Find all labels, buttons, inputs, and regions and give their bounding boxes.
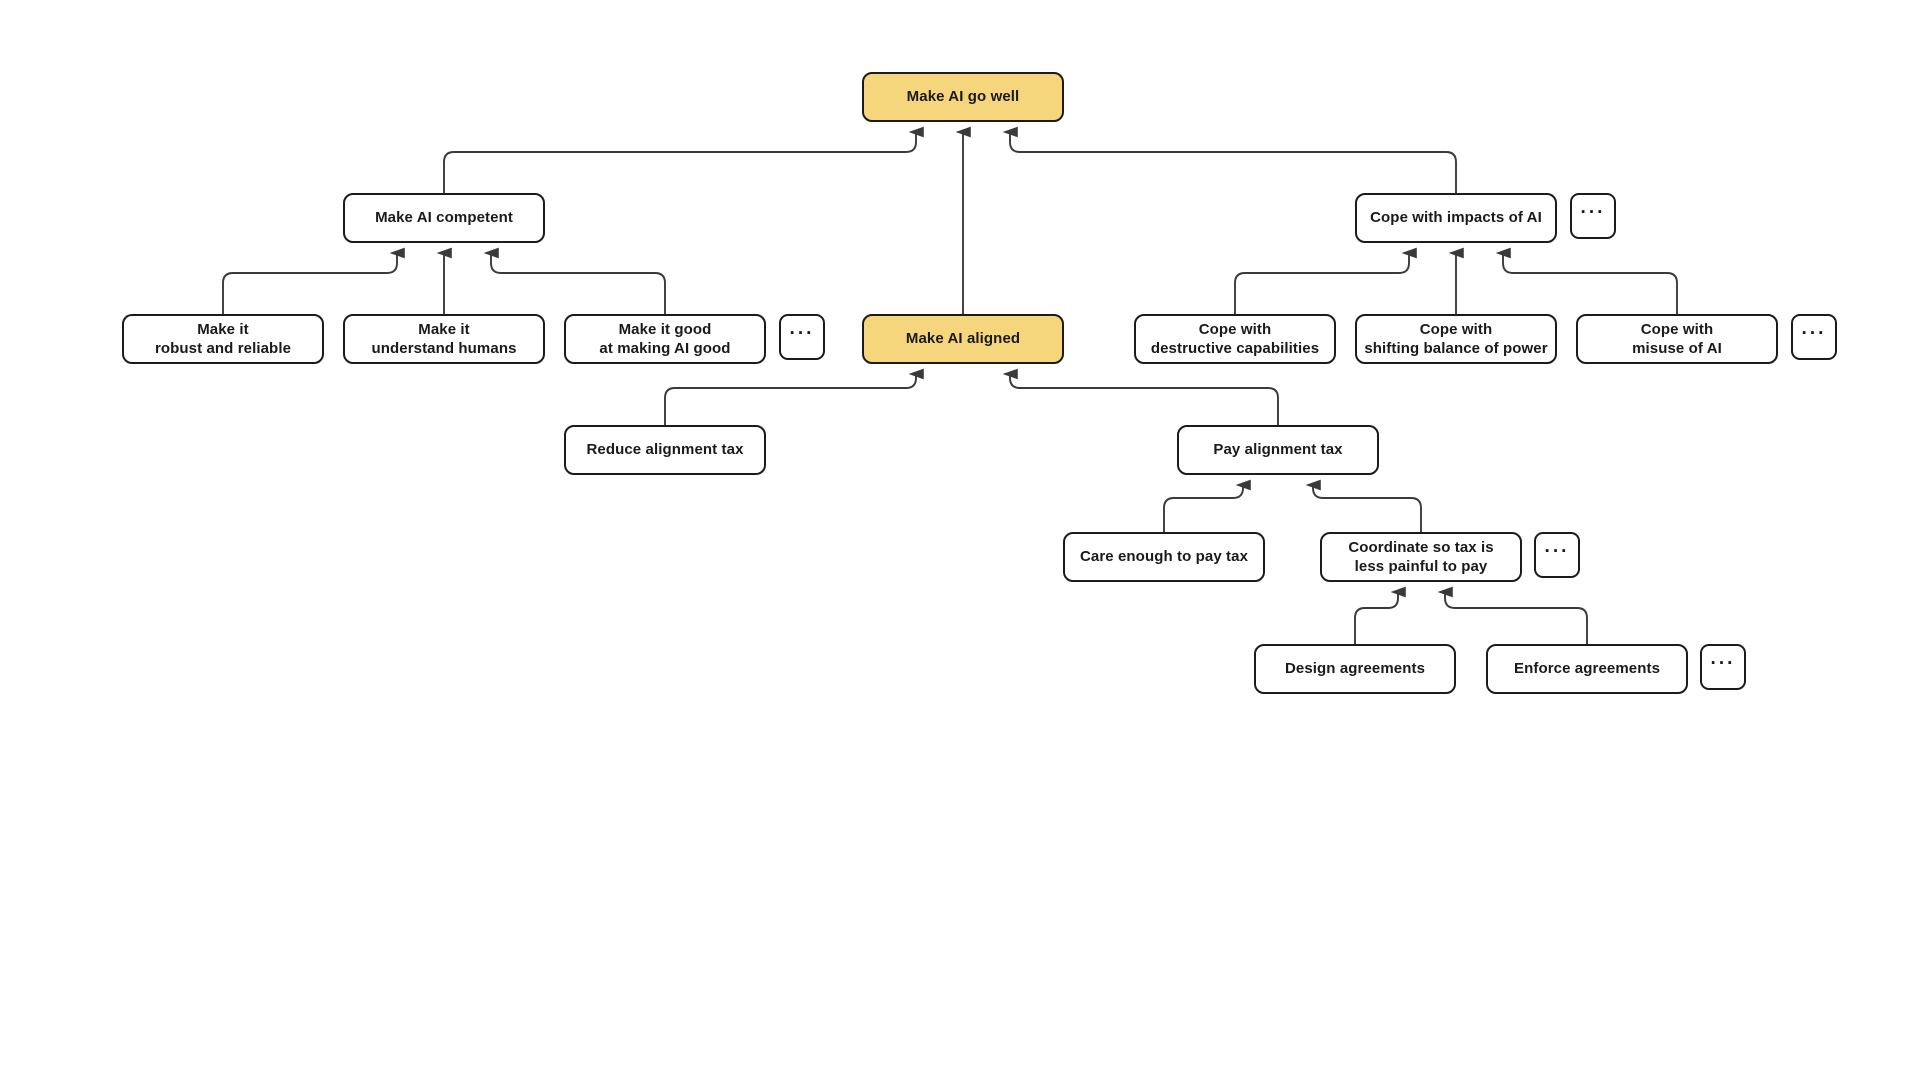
node-ellipsis-cope-row[interactable]: ··· [1791, 314, 1837, 360]
edge-make-it-robust-and-reliable-to-make-ai-competent [222, 247, 405, 314]
node-reduce-alignment-tax[interactable]: Reduce alignment tax [564, 425, 766, 475]
edge-coordinate-so-tax-is-less-painful-to-pay-to-pay-alignment-tax [1305, 479, 1422, 532]
node-label: Enforce agreements [1513, 660, 1661, 678]
edge-design-agreements-to-coordinate-so-tax-is-less-painful-to-pay [1354, 586, 1406, 644]
edge-enforce-agreements-to-coordinate-so-tax-is-less-painful-to-pay [1437, 586, 1588, 644]
node-coordinate-so-tax-is-less-painful-to-pay[interactable]: Coordinate so tax is less painful to pay [1320, 532, 1522, 582]
node-cope-with-impacts-of-ai[interactable]: Cope with impacts of AI [1355, 193, 1557, 243]
node-label: Coordinate so tax is less painful to pay [1348, 538, 1494, 575]
node-ellipsis-impacts[interactable]: ··· [1570, 193, 1616, 239]
node-enforce-agreements[interactable]: Enforce agreements [1486, 644, 1688, 694]
ellipsis-icon: ··· [1710, 653, 1736, 675]
node-label: Make AI aligned [905, 330, 1021, 348]
node-ellipsis-pay-tax[interactable]: ··· [1534, 532, 1580, 578]
node-ellipsis-competent[interactable]: ··· [779, 314, 825, 360]
edge-reduce-alignment-tax-to-make-ai-aligned [664, 368, 924, 425]
node-label: Cope with destructive capabilities [1150, 320, 1320, 357]
edge-care-enough-to-pay-tax-to-pay-alignment-tax [1163, 479, 1251, 532]
node-label: Make it robust and reliable [154, 320, 292, 357]
node-label: Cope with misuse of AI [1632, 320, 1722, 357]
ellipsis-icon: ··· [1544, 541, 1570, 563]
node-label: Design agreements [1284, 660, 1426, 678]
ellipsis-icon: ··· [1801, 323, 1827, 345]
node-label: Cope with impacts of AI [1370, 209, 1542, 227]
node-cope-with-misuse-of-ai[interactable]: Cope with misuse of AI [1576, 314, 1778, 364]
ellipsis-icon: ··· [789, 323, 815, 345]
node-label: Make AI go well [906, 88, 1020, 106]
node-label: Make it good at making AI good [599, 320, 731, 357]
node-pay-alignment-tax[interactable]: Pay alignment tax [1177, 425, 1379, 475]
node-label: Cope with shifting balance of power [1364, 320, 1548, 357]
edge-make-ai-competent-to-make-ai-go-well [443, 126, 924, 193]
node-label: Care enough to pay tax [1079, 548, 1249, 566]
node-make-it-good-at-making-ai-good[interactable]: Make it good at making AI good [564, 314, 766, 364]
edge-make-it-good-at-making-ai-good-to-make-ai-competent [483, 247, 666, 314]
ellipsis-icon: ··· [1580, 202, 1606, 224]
node-care-enough-to-pay-tax[interactable]: Care enough to pay tax [1063, 532, 1265, 582]
node-make-ai-go-well[interactable]: Make AI go well [862, 72, 1064, 122]
node-design-agreements[interactable]: Design agreements [1254, 644, 1456, 694]
node-make-ai-aligned[interactable]: Make AI aligned [862, 314, 1064, 364]
node-ellipsis-agreements[interactable]: ··· [1700, 644, 1746, 690]
node-label: Pay alignment tax [1213, 441, 1343, 459]
edge-cope-with-impacts-of-ai-to-make-ai-go-well [1002, 126, 1457, 193]
node-cope-with-destructive-capabilities[interactable]: Cope with destructive capabilities [1134, 314, 1336, 364]
node-make-ai-competent[interactable]: Make AI competent [343, 193, 545, 243]
node-make-it-robust-and-reliable[interactable]: Make it robust and reliable [122, 314, 324, 364]
edge-cope-with-misuse-of-ai-to-cope-with-impacts-of-ai [1495, 247, 1678, 314]
node-cope-with-shifting-balance-of-power[interactable]: Cope with shifting balance of power [1355, 314, 1557, 364]
edge-cope-with-destructive-capabilities-to-cope-with-impacts-of-ai [1234, 247, 1417, 314]
node-label: Make AI competent [375, 209, 513, 227]
node-make-it-understand-humans[interactable]: Make it understand humans [343, 314, 545, 364]
node-label: Reduce alignment tax [586, 441, 744, 459]
edge-pay-alignment-tax-to-make-ai-aligned [1002, 368, 1279, 425]
node-label: Make it understand humans [371, 320, 517, 357]
